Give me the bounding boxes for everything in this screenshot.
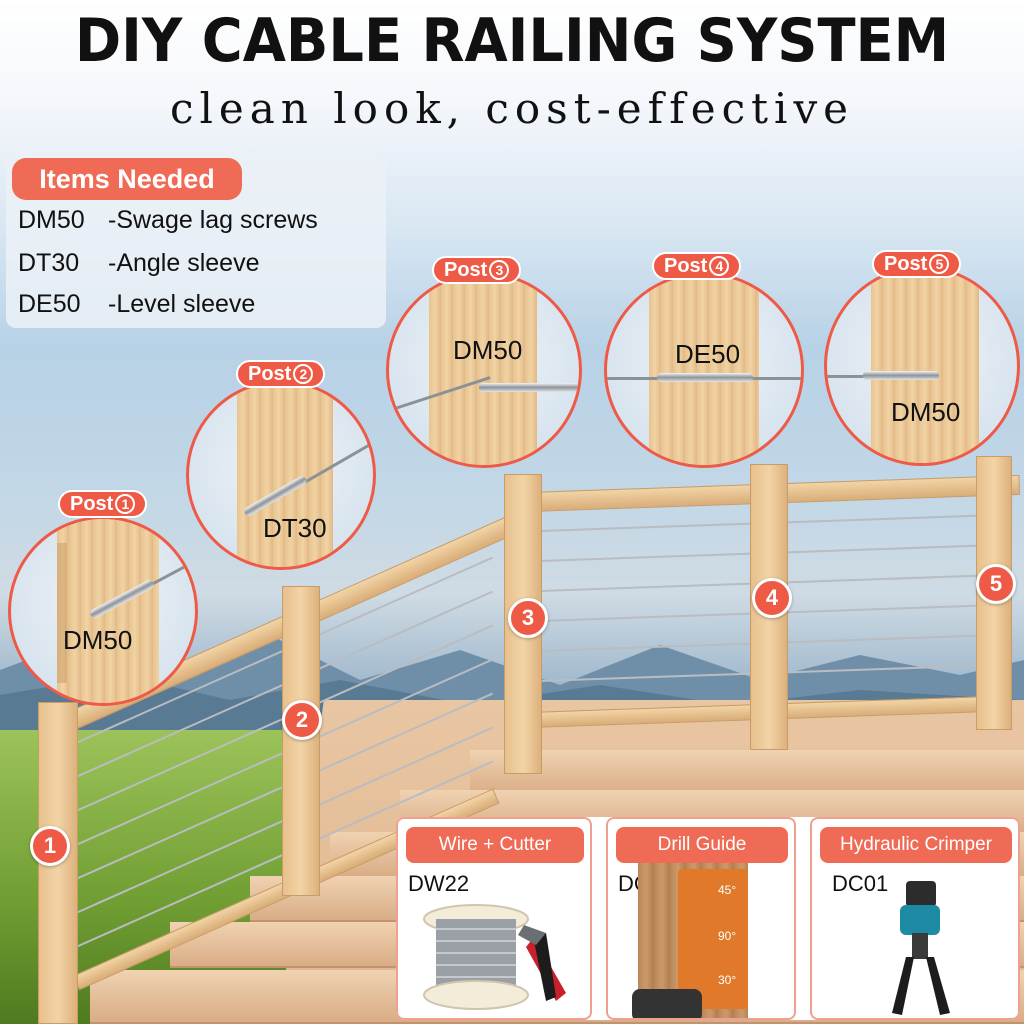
post-badge-number: 2 [293, 364, 314, 384]
post-badge-number: 3 [489, 260, 510, 280]
post-badge: Post 3 [432, 256, 522, 284]
post-badge-text: Post [70, 492, 114, 515]
cable-wire [827, 375, 887, 378]
detail-circle-post-5: DM50 [824, 266, 1020, 466]
post-number-marker: 1 [30, 826, 70, 866]
tool-heading: Drill Guide [616, 827, 788, 863]
items-needed-heading: Items Needed [12, 158, 242, 200]
drill-guide-mark: 30° [718, 973, 737, 987]
detail-circle-post-3: DM50 [386, 272, 582, 468]
drill-icon [632, 989, 702, 1018]
item-row: DT30 -Angle sleeve [18, 249, 259, 278]
post-wood-notch [57, 543, 67, 683]
post-badge: Post 4 [652, 252, 742, 280]
post-wood-detail [57, 519, 159, 703]
tool-card-drill-guide: Drill Guide DG12 45° 90° 30° [606, 817, 796, 1020]
post-number-marker: 2 [282, 700, 322, 740]
post-badge-text: Post [444, 258, 488, 281]
tools-panel: Wire + Cutter DW22 Drill Guide DG12 45° … [396, 817, 1020, 1020]
post-badge-text: Post [884, 252, 928, 275]
tool-code: DC01 [832, 871, 889, 896]
item-desc: -Angle sleeve [108, 249, 260, 277]
hydraulic-crimper-icon [892, 881, 950, 1015]
tool-code: DW22 [408, 871, 470, 896]
item-desc: -Level sleeve [108, 290, 256, 318]
part-label: DM50 [891, 397, 961, 427]
item-row: DE50 -Level sleeve [18, 290, 255, 319]
detail-circle-post-2: DT30 [186, 380, 376, 570]
part-label: DT30 [263, 513, 327, 543]
page-title: DIY CABLE RAILING SYSTEM [74, 6, 950, 76]
tool-heading: Wire + Cutter [406, 827, 584, 863]
item-code: DT30 [18, 249, 80, 277]
post-badge: Post 5 [872, 250, 962, 278]
part-label: DE50 [675, 339, 741, 369]
post-number-marker: 5 [976, 564, 1016, 604]
cable-spool-icon [423, 904, 566, 1010]
detail-circle-post-4: DE50 [604, 272, 804, 468]
tool-card-wire-cutter: Wire + Cutter DW22 [396, 817, 592, 1020]
level-sleeve-fitting [657, 373, 753, 382]
part-label: DM50 [453, 335, 523, 365]
post-badge-text: Post [248, 362, 292, 385]
post-badge: Post 2 [236, 360, 326, 388]
item-code: DE50 [18, 290, 81, 318]
post-badge-number: 5 [929, 254, 950, 274]
item-code: DM50 [18, 206, 85, 234]
tool-card-hydraulic-crimper: Hydraulic Crimper DC01 [810, 817, 1020, 1020]
tool-heading: Hydraulic Crimper [820, 827, 1012, 863]
post-badge-number: 1 [115, 494, 136, 514]
post-wood-detail [871, 269, 979, 463]
post-badge-number: 4 [709, 256, 730, 276]
post-2 [282, 586, 320, 896]
page-subtitle: clean look, cost-effective [169, 84, 855, 133]
drill-guide-block: 45° 90° 30° [678, 869, 748, 1009]
item-row: DM50 -Swage lag screws [18, 206, 318, 235]
post-number-marker: 3 [508, 598, 548, 638]
post-wood-detail [649, 275, 759, 465]
detail-circle-post-1: DM50 [8, 516, 198, 706]
drill-guide-mark: 45° [718, 883, 737, 897]
item-desc: -Swage lag screws [108, 206, 318, 234]
post-number-marker: 4 [752, 578, 792, 618]
swage-fitting [479, 383, 579, 392]
post-badge-text: Post [664, 254, 708, 277]
post-badge: Post 1 [58, 490, 148, 518]
swage-fitting [863, 371, 939, 380]
drill-guide-mark: 90° [718, 929, 737, 943]
part-label: DM50 [63, 625, 133, 655]
stair-step [470, 750, 1024, 796]
post-wood-detail [429, 275, 537, 465]
